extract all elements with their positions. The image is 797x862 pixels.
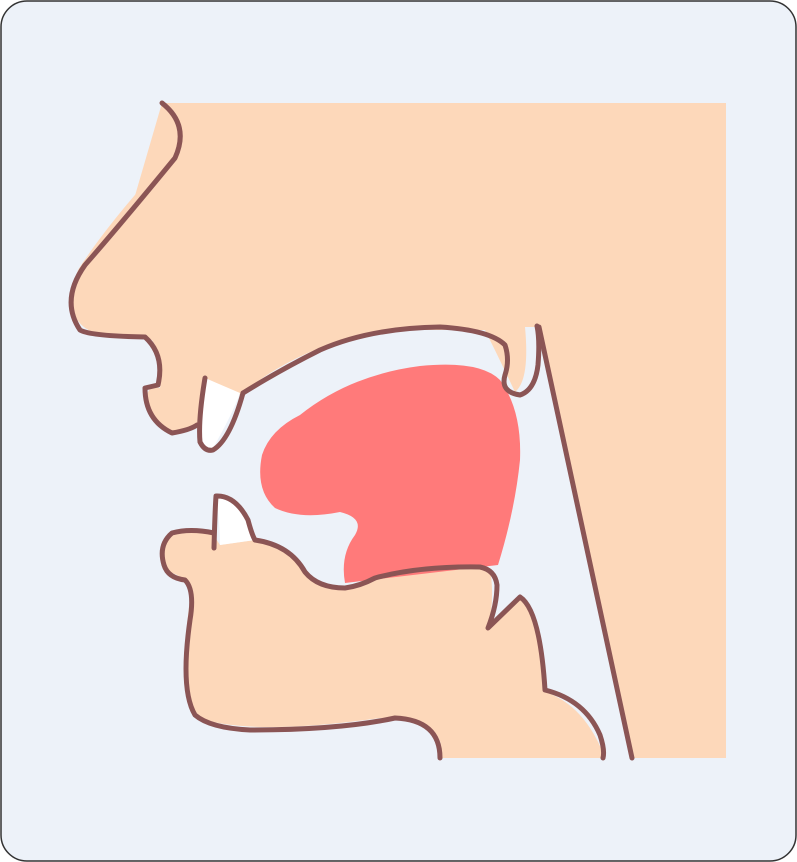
upper-tooth-outline (197, 375, 246, 453)
lower-jaw-skin (161, 531, 605, 758)
throat-wall-outline (536, 324, 635, 761)
tongue (260, 364, 521, 583)
lower-tooth (216, 494, 255, 545)
mouth-floor-outline (252, 537, 607, 761)
palate-outline (240, 323, 542, 398)
lower-tooth-outline (211, 493, 258, 551)
nose-upper-lip-outline (68, 100, 200, 436)
chin-jaw-outline (159, 528, 443, 761)
upper-lip-skin (95, 103, 726, 758)
upper-tooth (198, 378, 240, 448)
